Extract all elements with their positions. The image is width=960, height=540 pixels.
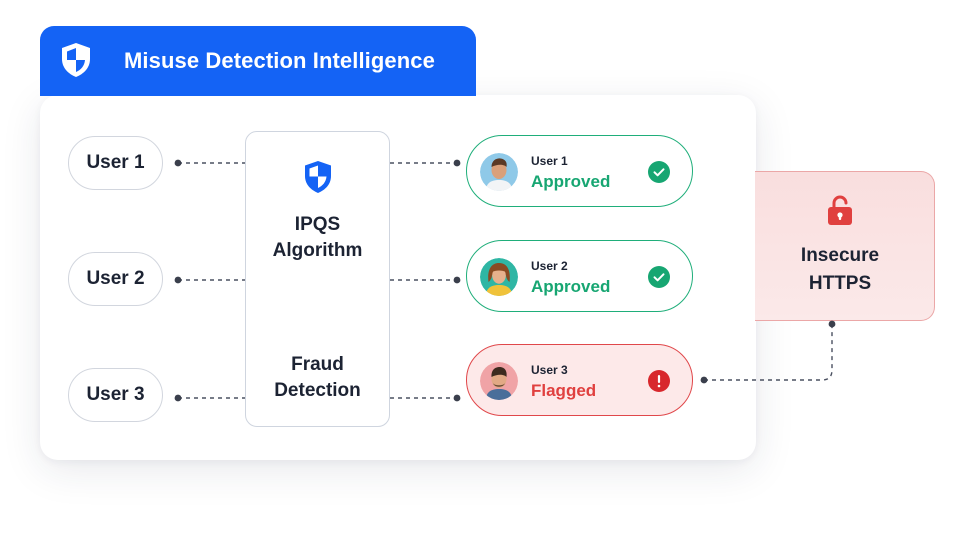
algorithm-label: IPQS Algorithm	[246, 212, 389, 264]
result-user-3: User 3 Flagged	[466, 344, 693, 416]
shield-icon	[60, 42, 92, 78]
result-user-1: User 1 Approved	[466, 135, 693, 207]
avatar	[480, 258, 518, 296]
fraud-line-1: Fraud	[246, 352, 389, 378]
insecure-line-1: Insecure	[755, 242, 925, 270]
alert-circle-icon	[648, 370, 670, 392]
insecure-https-label: Insecure HTTPS	[755, 242, 925, 298]
insecure-https-panel: Insecure HTTPS	[755, 171, 935, 321]
header-title: Misuse Detection Intelligence	[124, 26, 435, 96]
avatar	[480, 362, 518, 400]
avatar	[480, 153, 518, 191]
insecure-line-2: HTTPS	[755, 270, 925, 298]
fraud-line-2: Detection	[246, 378, 389, 404]
shield-icon	[304, 160, 332, 194]
algorithm-line-2: Algorithm	[246, 238, 389, 264]
result-user-name: User 3	[531, 363, 568, 377]
result-status: Approved	[531, 277, 610, 297]
check-circle-icon	[648, 161, 670, 183]
result-user-2: User 2 Approved	[466, 240, 693, 312]
user-3-node: User 3	[68, 368, 163, 422]
ipqs-algorithm-box: IPQS Algorithm Fraud Detection	[245, 131, 390, 427]
check-circle-icon	[648, 266, 670, 288]
unlock-icon	[827, 194, 853, 226]
user-1-node: User 1	[68, 136, 163, 190]
result-status: Approved	[531, 172, 610, 192]
algorithm-line-1: IPQS	[246, 212, 389, 238]
header-banner: Misuse Detection Intelligence	[40, 26, 476, 96]
user-2-node: User 2	[68, 252, 163, 306]
result-user-name: User 2	[531, 259, 568, 273]
fraud-detection-label: Fraud Detection	[246, 352, 389, 404]
result-status: Flagged	[531, 381, 596, 401]
connector-dot	[829, 321, 836, 328]
result-user-name: User 1	[531, 154, 568, 168]
